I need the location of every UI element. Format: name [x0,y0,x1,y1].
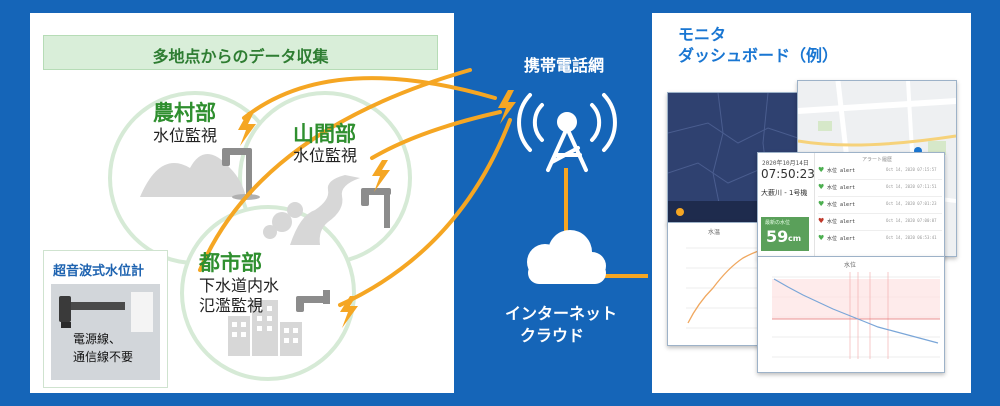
city-region-desc-2: 氾濫監視 [199,296,264,315]
alert-date: Oct 14, 2020 07:00:07 [886,218,937,223]
water-level-value: 59 [766,227,789,246]
alert-name: 水位 alert [827,202,856,208]
city-buildings-icon [228,300,302,356]
sensor-title: 超音波式水位計 [53,264,145,279]
status-station: 大薮川 - 1号機 [761,189,808,197]
alert-date: Oct 14, 2020 06:53:41 [886,235,937,240]
banner-title: 多地点からのデータ収集 [152,47,329,66]
water-level-chart-title: 水位 [844,262,857,269]
ultrasonic-sensor-icon [51,284,160,380]
alert-name: 水位 alert [827,185,856,191]
city-region-name: 都市部 [199,251,262,275]
mobile-network-label: 携帯電話網 [524,56,605,75]
water-temp-chart-title: 水温 [708,229,721,236]
dashboard-title-2: ダッシュボード（例） [678,46,839,65]
water-level-label: 最新の水位 [765,220,791,226]
mountain-water-gauge-icon [361,188,391,228]
alert-row: ♥ 水位 alert Oct 14, 2020 07:11:51 [818,182,942,197]
status-time: 07:50:23 [761,167,815,181]
alert-date: Oct 14, 2020 07:01:23 [886,201,937,206]
dashboard-title-1: モニタ [678,25,727,44]
cloud-label-1: インターネット [505,304,618,323]
water-level-chart [772,272,940,359]
city-water-gauge-icon [296,290,330,312]
city-region-desc-1: 下水道内水 [199,276,280,295]
station-status-card: 2020年10月14日 07:50:23 大薮川 - 1号機 最新の水位 59 … [757,152,945,258]
alert-heart-icon: ♥ [818,183,825,191]
status-left: 2020年10月14日 07:50:23 大薮川 - 1号機 最新の水位 59 … [758,153,815,257]
alert-row: ♥ 水位 alert Oct 14, 2020 07:01:23 [818,199,942,214]
sensor-note-2: 通信線不要 [73,350,134,364]
alert-heart-icon: ♥ [818,200,825,208]
mountain-region-name: 山間部 [293,122,356,146]
sensor-note-1: 電源線、 [73,332,122,346]
alert-heart-icon: ♥ [818,234,825,242]
water-temp-chart-card: 水温 [667,222,769,346]
alert-date: Oct 14, 2020 07:15:57 [886,167,937,172]
mountain-region-desc: 水位監視 [293,146,358,165]
lightning-bolt-icons [238,90,516,328]
alert-date: Oct 14, 2020 07:11:51 [886,184,937,189]
cloud-icon [527,230,606,284]
water-temp-chart [686,247,767,329]
alert-history: アラート履歴 ♥ 水位 alert Oct 14, 2020 07:15:57 … [816,153,944,257]
alert-history-title: アラート履歴 [862,157,893,163]
water-level-unit: cm [788,234,802,243]
city-region-circle [180,205,356,381]
data-collection-banner: 多地点からのデータ収集 [43,35,438,70]
cell-tower-icon [517,93,617,172]
alert-name: 水位 alert [827,236,856,242]
network-connection-lines [564,168,648,278]
status-date: 2020年10月14日 [762,160,809,167]
alert-row: ♥ 水位 alert Oct 14, 2020 06:53:41 [818,233,942,247]
water-level-tile: 最新の水位 59 cm [761,217,809,251]
water-level-chart-card: 水位 [757,256,945,373]
communication-links [198,68,512,307]
alert-name: 水位 alert [827,168,856,174]
farm-region-name: 農村部 [153,101,216,125]
ultrasonic-sensor-box: 超音波式水位計 電源線、 通信線不要 [43,250,168,388]
farm-mountains-icon [140,154,246,197]
alert-row: ♥ 水位 alert Oct 14, 2020 07:00:07 [818,216,942,231]
farm-water-gauge-icon [222,148,260,200]
alert-heart-icon: ♥ [818,217,825,225]
alert-heart-icon: ♥ [818,166,825,174]
farm-region-desc: 水位監視 [153,126,218,145]
sensor-photo: 電源線、 通信線不要 [51,284,160,380]
mountain-road-icon [263,175,360,245]
alert-row: ♥ 水位 alert Oct 14, 2020 07:15:57 [818,165,942,180]
cloud-label-2: クラウド [520,326,585,345]
alert-name: 水位 alert [827,219,856,225]
